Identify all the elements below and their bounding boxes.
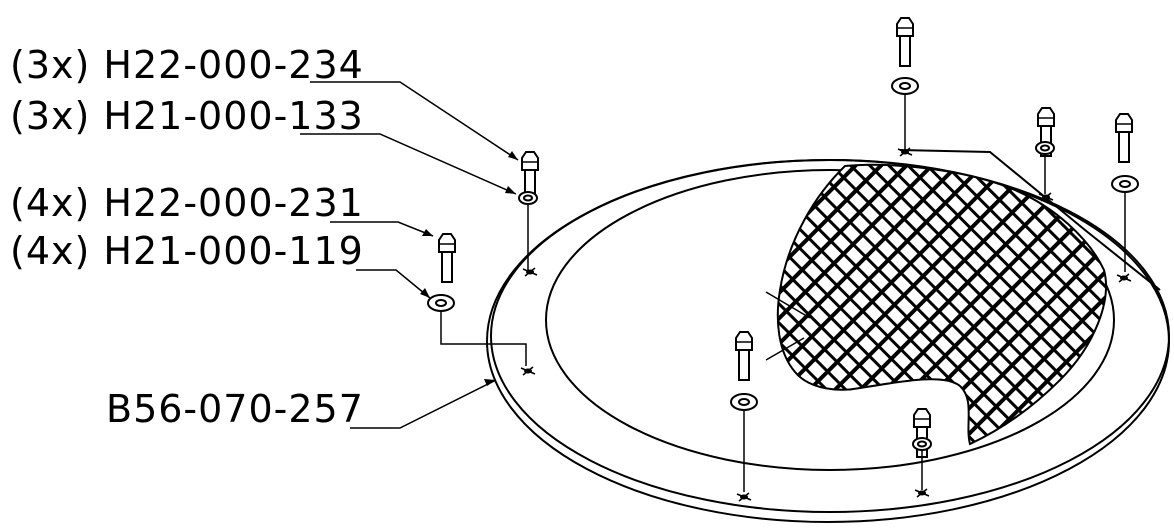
leader-lines: [300, 81, 519, 429]
callout-plate-b56-257: B56-070-257: [106, 387, 364, 431]
bolt-stack-right: [1111, 113, 1139, 283]
plate-cutaway-edge: [899, 149, 1161, 291]
bolt-stack-top-center: [891, 17, 919, 157]
plate-outer: [486, 159, 1170, 523]
mesh-edge-line: [765, 337, 805, 361]
bolt-stack-left: [427, 233, 536, 376]
bolt-stack-bottom-right: [912, 408, 932, 498]
bolt-stack-bottom-left: [730, 331, 758, 502]
bolt-stack-left-top: [518, 151, 539, 277]
bolt-stack-top-right: [1035, 107, 1055, 202]
mesh-screen: [776, 163, 1107, 446]
plate-opening: [545, 169, 1115, 471]
callout-bolt-h22-231: (4x) H22-000-231: [10, 181, 364, 225]
mesh-edge-line: [765, 291, 811, 319]
callout-lockwasher-h21-133: (3x) H21-000-133: [10, 94, 364, 138]
callout-bolt-h22-234: (3x) H22-000-234: [10, 43, 364, 87]
callout-washer-h21-119: (4x) H21-000-119: [10, 229, 364, 273]
